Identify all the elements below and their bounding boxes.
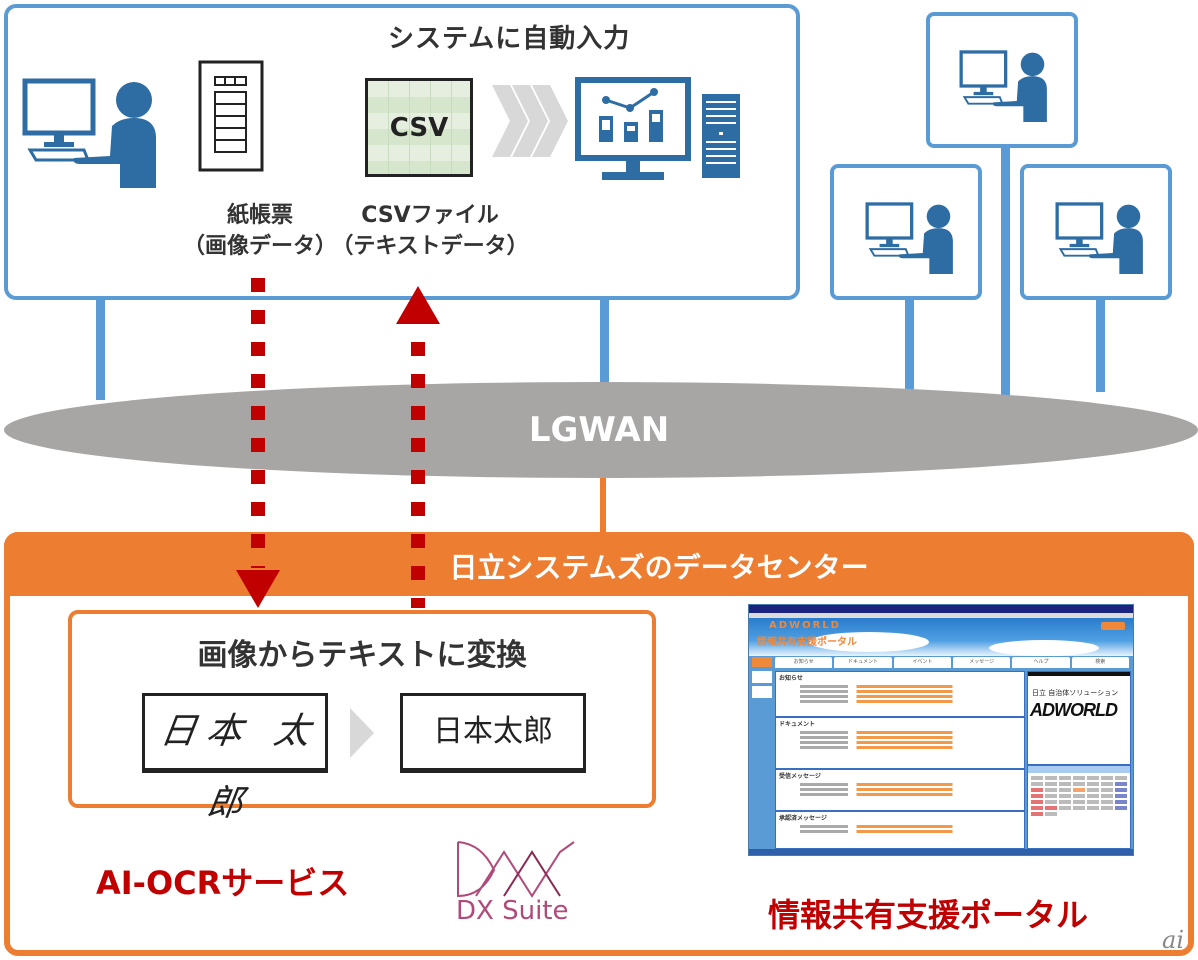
portal-section-title: 受信メッセージ [779,773,821,780]
portal-nav-tab: イベント [893,657,951,668]
client-terminal [1020,164,1172,300]
client-terminal [830,164,982,300]
portal-banner: ADWORLD 情報共有支援ポータル [749,618,1133,656]
lgwan-label: LGWAN [528,410,670,450]
portal-section-title: 承認済メッセージ [779,815,827,822]
csv-file-label-line1: CSVファイル [361,203,499,228]
ai-ocr-service-label: AI-OCRサービス [96,864,350,902]
portal-window-titlebar [749,605,1133,613]
chevron-arrows-icon [492,85,568,157]
ocr-conversion-title: 画像からテキストに変換 [197,638,527,673]
network-link [905,300,914,392]
portal-footer [749,849,1133,855]
portal-section-title: ドキュメント [779,721,816,728]
handwritten-sample: 日本 太郎 [142,693,328,824]
converted-text: 日本太郎 [433,714,553,749]
portal-ad-panel: 日立 自治体ソリューション ADWORLD [1027,671,1131,765]
user-at-computer-icon [865,202,953,274]
dx-suite-logo-icon [457,841,575,898]
paper-form-label-line1: 紙帳票 [226,203,293,228]
handwritten-text: 日本 太郎 [157,711,323,824]
portal-label: 情報共有支援ポータル [768,896,1089,934]
portal-section: 受信メッセージ [775,769,1025,811]
paper-form-label: 紙帳票 （画像データ） [150,200,370,262]
portal-nav-tab: 検索 [1071,657,1129,668]
portal-nav-tab: お知らせ [775,657,833,668]
portal-section: 承認済メッセージ [775,811,1025,849]
csv-icon-label: CSV [389,113,449,143]
convert-arrow-icon [350,708,374,758]
csv-file-label-line2: （テキストデータ） [331,234,529,259]
user-at-computer-icon [22,78,156,188]
converted-text-box: 日本太郎 [400,693,586,773]
paper-form-icon [198,60,264,172]
portal-nav-tab: ドキュメント [834,657,892,668]
portal-nav: お知らせ ドキュメント イベント メッセージ ヘルプ 検索 [775,657,1129,668]
portal-brand-en: ADWORLD [769,620,841,631]
csv-file-label: CSVファイル （テキストデータ） [330,200,530,262]
datacenter-link [600,478,606,536]
portal-section: お知らせ [775,671,1025,717]
analytics-monitor-icon [575,77,740,180]
client-terminal [926,12,1078,148]
portal-solution-caption: 日立 自治体ソリューション [1032,689,1119,697]
portal-calendar [1027,765,1131,849]
flow-arrow-up-head [396,286,440,324]
ai-watermark-logo: ai [1162,926,1184,954]
lgwan-network [4,382,1198,478]
portal-nav-tab: メッセージ [952,657,1011,668]
system-auto-input-title: システムに自動入力 [388,24,631,54]
user-at-computer-icon [959,50,1047,122]
portal-section-title: お知らせ [779,675,803,682]
network-link [600,300,609,384]
datacenter-header [4,532,1194,596]
user-at-computer-icon [1055,202,1143,274]
network-link [1001,148,1010,398]
portal-sidebar [752,657,772,698]
network-link [96,300,105,400]
flow-arrow-down-head [236,570,280,608]
portal-adworld-logo: ADWORLD [1030,700,1118,720]
dx-suite-logo-text: DX Suite [456,896,569,926]
datacenter-title: 日立システムズのデータセンター [449,551,869,584]
csv-file-icon: CSV [365,78,473,177]
portal-screenshot: ADWORLD 情報共有支援ポータル お知らせ ドキュメント イベント メッセー… [748,604,1134,856]
paper-form-label-line2: （画像データ） [182,234,337,259]
server-tower-icon [702,94,740,178]
portal-section: ドキュメント [775,717,1025,769]
portal-brand-jp: 情報共有支援ポータル [757,637,857,648]
portal-logout-button [1101,622,1125,630]
portal-nav-tab: ヘルプ [1012,657,1070,668]
portal-address-bar [749,613,1133,618]
data-flow-arrows [236,278,440,608]
network-link [1096,300,1105,392]
